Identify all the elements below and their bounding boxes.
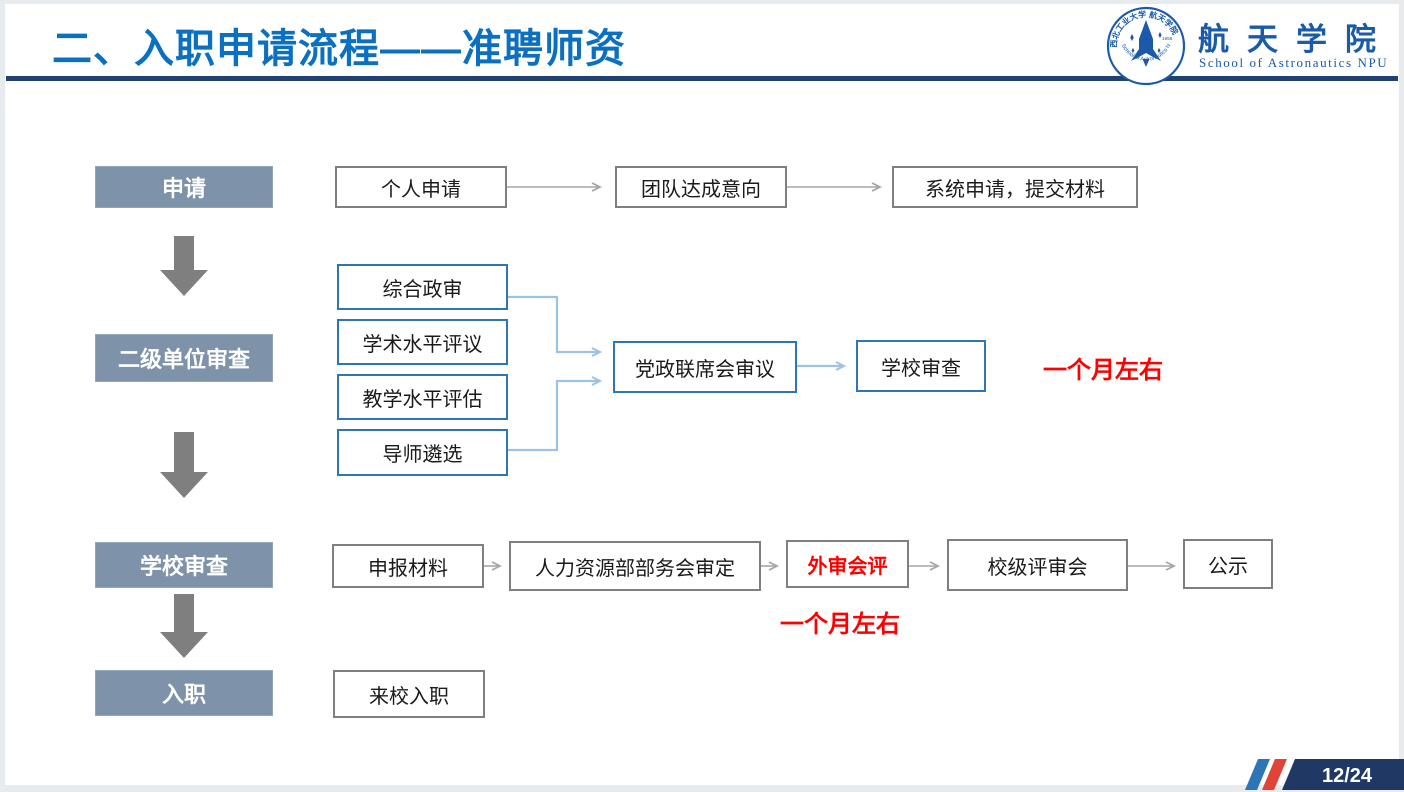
page-title: 二、入职申请流程——准聘师资 bbox=[52, 27, 626, 71]
step-joint-meeting-review: 党政联席会审议 bbox=[613, 341, 797, 393]
step-team-agreement: 团队达成意向 bbox=[615, 166, 787, 208]
stage-label-apply: 申请 bbox=[95, 166, 273, 208]
page-number-bar: 12/24 bbox=[1245, 759, 1404, 790]
school-name-cn: 航天学院 bbox=[1198, 22, 1394, 57]
footer-navy-block bbox=[1282, 759, 1404, 790]
step-personal-application: 个人申请 bbox=[335, 166, 507, 208]
title-underline bbox=[6, 76, 1398, 81]
stage-label-school-review: 学校审查 bbox=[95, 542, 273, 588]
duration-note-school-review: 一个月左右 bbox=[780, 611, 900, 638]
step-come-to-school: 来校入职 bbox=[333, 670, 485, 718]
footer-slash-blue-icon bbox=[1245, 759, 1270, 790]
step-external-review: 外审会评 bbox=[786, 540, 909, 588]
check-mentor-selection: 导师遴选 bbox=[337, 429, 508, 476]
step-school-check: 学校审查 bbox=[856, 340, 986, 392]
footer-slash-red-icon bbox=[1262, 759, 1287, 790]
page-number-text: 12/24 bbox=[1322, 765, 1373, 787]
school-logo-seal-icon: 西北工业大学 航天学院 School of Astronautics NPU 1… bbox=[1106, 6, 1186, 86]
stage-label-unit-review: 二级单位审查 bbox=[95, 334, 273, 382]
step-public-announcement: 公示 bbox=[1183, 539, 1273, 589]
seal-year-text: 1958 bbox=[1162, 36, 1173, 41]
stage-label-onboard: 入职 bbox=[95, 670, 273, 716]
rocket-icon bbox=[1131, 20, 1161, 67]
check-teaching-evaluation: 教学水平评估 bbox=[337, 374, 508, 420]
step-school-review-committee: 校级评审会 bbox=[947, 539, 1128, 591]
school-name-en: School of Astronautics NPU bbox=[1199, 55, 1389, 70]
step-declaration-materials: 申报材料 bbox=[332, 544, 484, 588]
step-hr-department-review: 人力资源部部务会审定 bbox=[509, 541, 761, 591]
slide-background bbox=[5, 4, 1399, 785]
duration-note-unit-review: 一个月左右 bbox=[1043, 357, 1163, 384]
step-system-application: 系统申请，提交材料 bbox=[892, 166, 1138, 208]
check-academic-evaluation: 学术水平评议 bbox=[337, 319, 508, 365]
check-political-review: 综合政审 bbox=[337, 264, 508, 310]
